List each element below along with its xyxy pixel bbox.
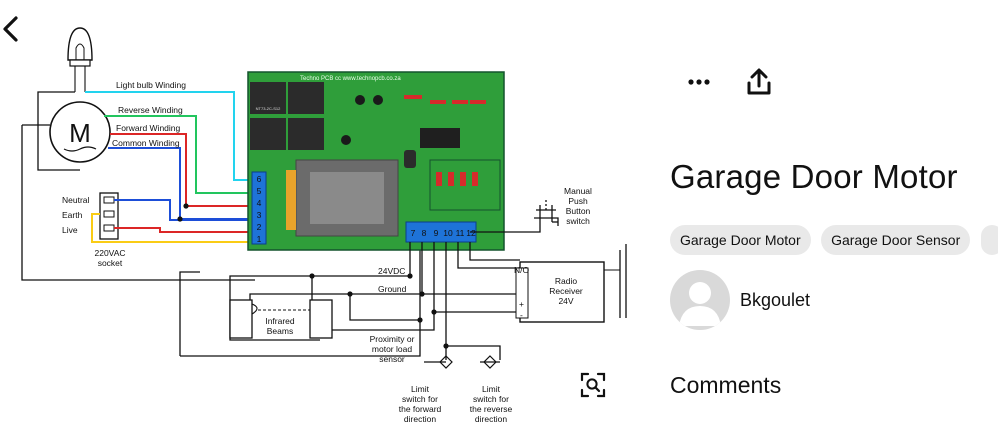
pin-title: Garage Door Motor — [670, 158, 958, 195]
radio-plus-label: + — [519, 299, 524, 309]
limit-reverse-4: direction — [475, 414, 507, 424]
motor: M — [49, 101, 111, 163]
avatar[interactable] — [670, 270, 730, 330]
radio-no-label: N/O — [514, 265, 530, 275]
earth-label: Earth — [62, 210, 83, 220]
manual-label-2: Push — [568, 196, 588, 206]
wiring-diagram-image[interactable]: M Light bulb Winding Reverse Winding For… — [0, 0, 640, 435]
forward-winding-label: Forward Winding — [116, 123, 181, 133]
limit-forward-4: direction — [404, 414, 436, 424]
share-icon[interactable] — [744, 66, 774, 98]
socket-caption-1: 220VAC — [94, 248, 125, 258]
svg-text:4: 4 — [257, 198, 262, 208]
svg-text:12: 12 — [466, 228, 476, 238]
left-terminal-block: 6 5 4 3 2 1 — [251, 171, 267, 245]
svg-text:8: 8 — [422, 228, 427, 238]
visual-search-icon[interactable] — [578, 370, 608, 400]
reverse-winding-label: Reverse Winding — [118, 105, 183, 115]
radio-minus-label: - — [520, 310, 523, 320]
limit-reverse-2: switch for — [473, 394, 509, 404]
chevron-left-icon[interactable] — [0, 14, 22, 44]
user-name[interactable]: Bkgoulet — [740, 290, 811, 310]
proximity-label-2: motor load — [372, 344, 412, 354]
manual-label-3: Button — [566, 206, 591, 216]
socket-caption-2: socket — [98, 258, 123, 268]
svg-text:11: 11 — [456, 228, 465, 238]
voltage-label: 24VDC — [378, 266, 405, 276]
light-bulb-winding-wire — [85, 91, 256, 181]
radio-label-3: 24V — [558, 296, 573, 306]
svg-text:9: 9 — [434, 228, 439, 238]
default-user-icon — [679, 282, 721, 326]
manual-label-4: switch — [566, 216, 590, 226]
ellipsis-icon[interactable] — [684, 68, 714, 96]
reverse-winding-wire — [104, 115, 256, 194]
light-bulb — [67, 27, 93, 92]
common-winding-label: Common Winding — [112, 138, 180, 148]
limit-forward-3: the forward — [399, 404, 442, 414]
svg-text:7: 7 — [411, 228, 416, 238]
tag-chip[interactable]: Garage Door Sensor — [821, 225, 971, 255]
tag-chip[interactable]: Garage Door Motor — [670, 225, 811, 255]
svg-text:2: 2 — [257, 222, 262, 232]
infrared-label-2: Beams — [267, 326, 293, 336]
tag-list: Garage Door Motor Garage Door Sensor — [670, 225, 998, 255]
light-bulb-winding-label: Light bulb Winding — [116, 80, 186, 90]
svg-text:5: 5 — [257, 186, 262, 196]
comments-heading: Comments — [670, 372, 782, 398]
radio-label-2: Receiver — [549, 286, 583, 296]
tag-chip[interactable] — [980, 225, 998, 255]
limit-forward-2: switch for — [402, 394, 438, 404]
live-label: Live — [62, 225, 78, 235]
proximity-label-3: sensor — [379, 354, 405, 364]
proximity-label-1: Proximity or — [370, 334, 415, 344]
neutral-label: Neutral — [62, 195, 90, 205]
board-header: Techno PCB cc www.technopcb.co.za — [300, 76, 401, 82]
limit-forward-1: Limit — [411, 384, 430, 394]
motor-letter: M — [69, 118, 91, 148]
svg-text:6: 6 — [257, 174, 262, 184]
infrared-beams — [229, 299, 333, 339]
svg-text:3: 3 — [257, 210, 262, 220]
earth-live-yellow-wire — [91, 213, 256, 243]
ground-label: Ground — [378, 284, 407, 294]
manual-push-button — [536, 200, 556, 211]
neutral-wire — [114, 199, 256, 221]
neutral-wiring — [21, 91, 421, 357]
pcb-board: Techno PCB cc www.technopcb.co.za NT73-2… — [247, 71, 505, 251]
infrared-label-1: Infrared — [265, 316, 295, 326]
limit-switches — [424, 355, 500, 369]
limit-reverse-1: Limit — [482, 384, 501, 394]
live-wire — [114, 227, 256, 233]
svg-text:10: 10 — [443, 228, 453, 238]
svg-text:1: 1 — [257, 234, 262, 244]
socket — [99, 192, 119, 240]
radio-receiver — [515, 244, 627, 323]
forward-winding-wire — [110, 133, 256, 207]
limit-reverse-3: the reverse — [470, 404, 513, 414]
relay-label: NT73-2C-S12 — [256, 106, 281, 111]
manual-label-1: Manual — [564, 186, 592, 196]
bottom-terminal-block: 7 8 9 10 11 12 — [405, 221, 477, 243]
radio-label-1: Radio — [555, 276, 577, 286]
